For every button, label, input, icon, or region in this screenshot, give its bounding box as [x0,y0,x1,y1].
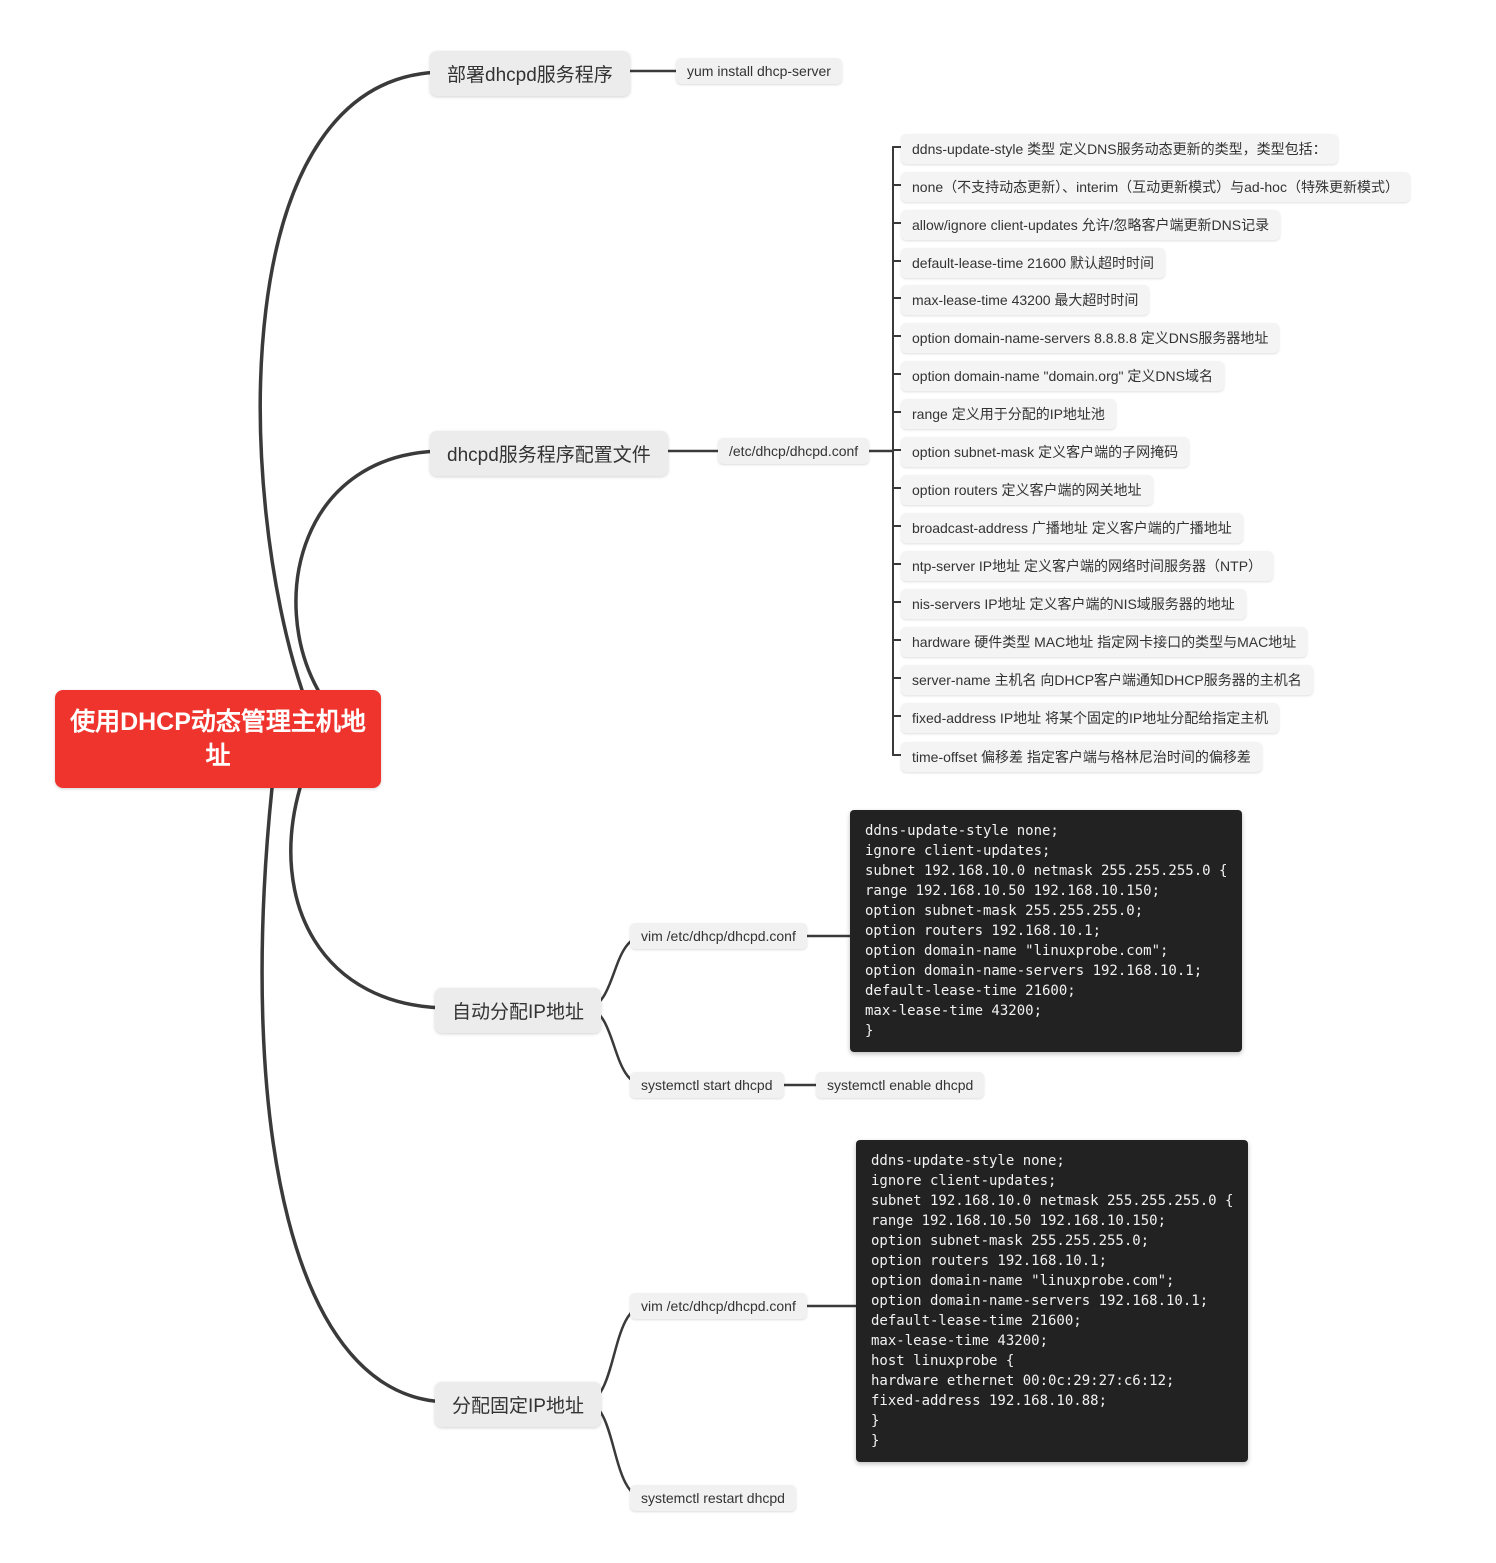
config-leaf[interactable]: hardware 硬件类型 MAC地址 指定网卡接口的类型与MAC地址 [901,627,1308,657]
config-leaf[interactable]: option routers 定义客户端的网关地址 [901,475,1153,505]
config-leaf[interactable]: broadcast-address 广播地址 定义客户端的广播地址 [901,513,1243,543]
branch-fixed-ip[interactable]: 分配固定IP地址 [435,1382,601,1427]
node-systemctl-start[interactable]: systemctl start dhcpd [630,1072,784,1098]
node-config-path[interactable]: /etc/dhcp/dhcpd.conf [718,438,870,464]
connector-root-fixed [260,786,452,1404]
root-node[interactable]: 使用DHCP动态管理主机地址 [55,690,381,788]
branch-deploy-dhcpd[interactable]: 部署dhcpd服务程序 [430,51,630,96]
config-leaf[interactable]: nis-servers IP地址 定义客户端的NIS域服务器的地址 [901,589,1246,619]
branch-auto-assign-ip[interactable]: 自动分配IP地址 [435,988,601,1033]
node-systemctl-restart[interactable]: systemctl restart dhcpd [630,1485,796,1511]
config-leaf[interactable]: ddns-update-style 类型 定义DNS服务动态更新的类型，类型包括… [901,134,1338,164]
config-leaf[interactable]: ntp-server IP地址 定义客户端的网络时间服务器（NTP） [901,551,1274,581]
code-block-auto-config[interactable]: ddns-update-style none; ignore client-up… [850,810,1243,1052]
branch-dhcpd-config-file[interactable]: dhcpd服务程序配置文件 [430,431,668,476]
config-leaf[interactable]: option domain-name-servers 8.8.8.8 定义DNS… [901,323,1280,353]
config-leaf[interactable]: option subnet-mask 定义客户端的子网掩码 [901,437,1190,467]
node-systemctl-enable[interactable]: systemctl enable dhcpd [816,1072,985,1098]
config-leaf[interactable]: option domain-name "domain.org" 定义DNS域名 [901,361,1224,391]
config-leaf[interactable]: allow/ignore client-updates 允许/忽略客户端更新DN… [901,210,1281,240]
config-leaf[interactable]: max-lease-time 43200 最大超时时间 [901,285,1150,315]
config-leaf[interactable]: fixed-address IP地址 将某个固定的IP地址分配给指定主机 [901,703,1280,733]
node-vim-config-fixed[interactable]: vim /etc/dhcp/dhcpd.conf [630,1293,807,1319]
node-yum-install-command[interactable]: yum install dhcp-server [676,58,842,84]
node-vim-config-auto[interactable]: vim /etc/dhcp/dhcpd.conf [630,923,807,949]
config-leaf[interactable]: time-offset 偏移差 指定客户端与格林尼治时间的偏移差 [901,742,1262,772]
code-block-fixed-config[interactable]: ddns-update-style none; ignore client-up… [856,1140,1249,1462]
connector-root-config [294,449,447,692]
config-leaf[interactable]: default-lease-time 21600 默认超时时间 [901,248,1165,278]
config-leaf[interactable]: server-name 主机名 向DHCP客户端通知DHCP服务器的主机名 [901,665,1313,695]
config-leaf[interactable]: range 定义用于分配的IP地址池 [901,399,1116,429]
config-leaf[interactable]: none（不支持动态更新）、interim（互动更新模式）与ad-hoc（特殊更… [901,172,1410,202]
connector-root-auto [289,786,452,1010]
connector-root-deploy [258,70,447,692]
